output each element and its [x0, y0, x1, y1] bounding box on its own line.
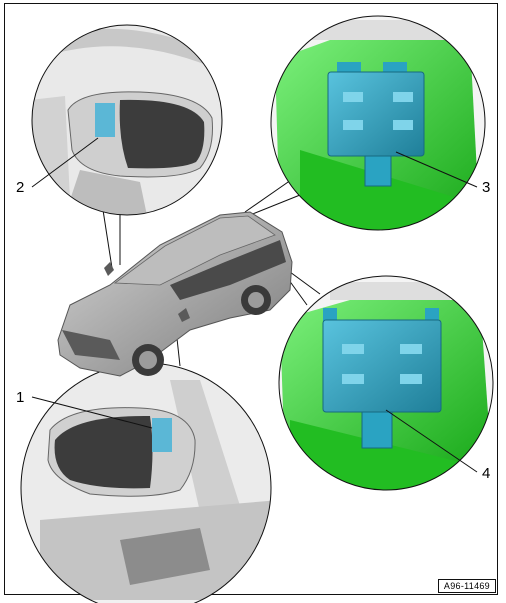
vehicle-illustration — [57, 211, 293, 377]
callout-4: 4 — [482, 465, 491, 482]
callout-3: 3 — [482, 179, 491, 196]
callout-leaders — [31, 137, 478, 473]
figure-reference-label: A96-11469 — [437, 579, 496, 593]
detail-circle-mirror-lower — [20, 362, 272, 603]
callout-2: 2 — [16, 179, 25, 196]
side-assist-lamp-patch — [95, 103, 115, 137]
detail-circle-module-lower — [278, 275, 494, 491]
side-assist-lamp-patch-lower — [152, 418, 172, 452]
figure-frame — [4, 3, 498, 595]
detail-circle-module-upper — [270, 15, 486, 231]
detail-circle-mirror-upper — [31, 24, 223, 216]
callout-1: 1 — [16, 389, 25, 406]
